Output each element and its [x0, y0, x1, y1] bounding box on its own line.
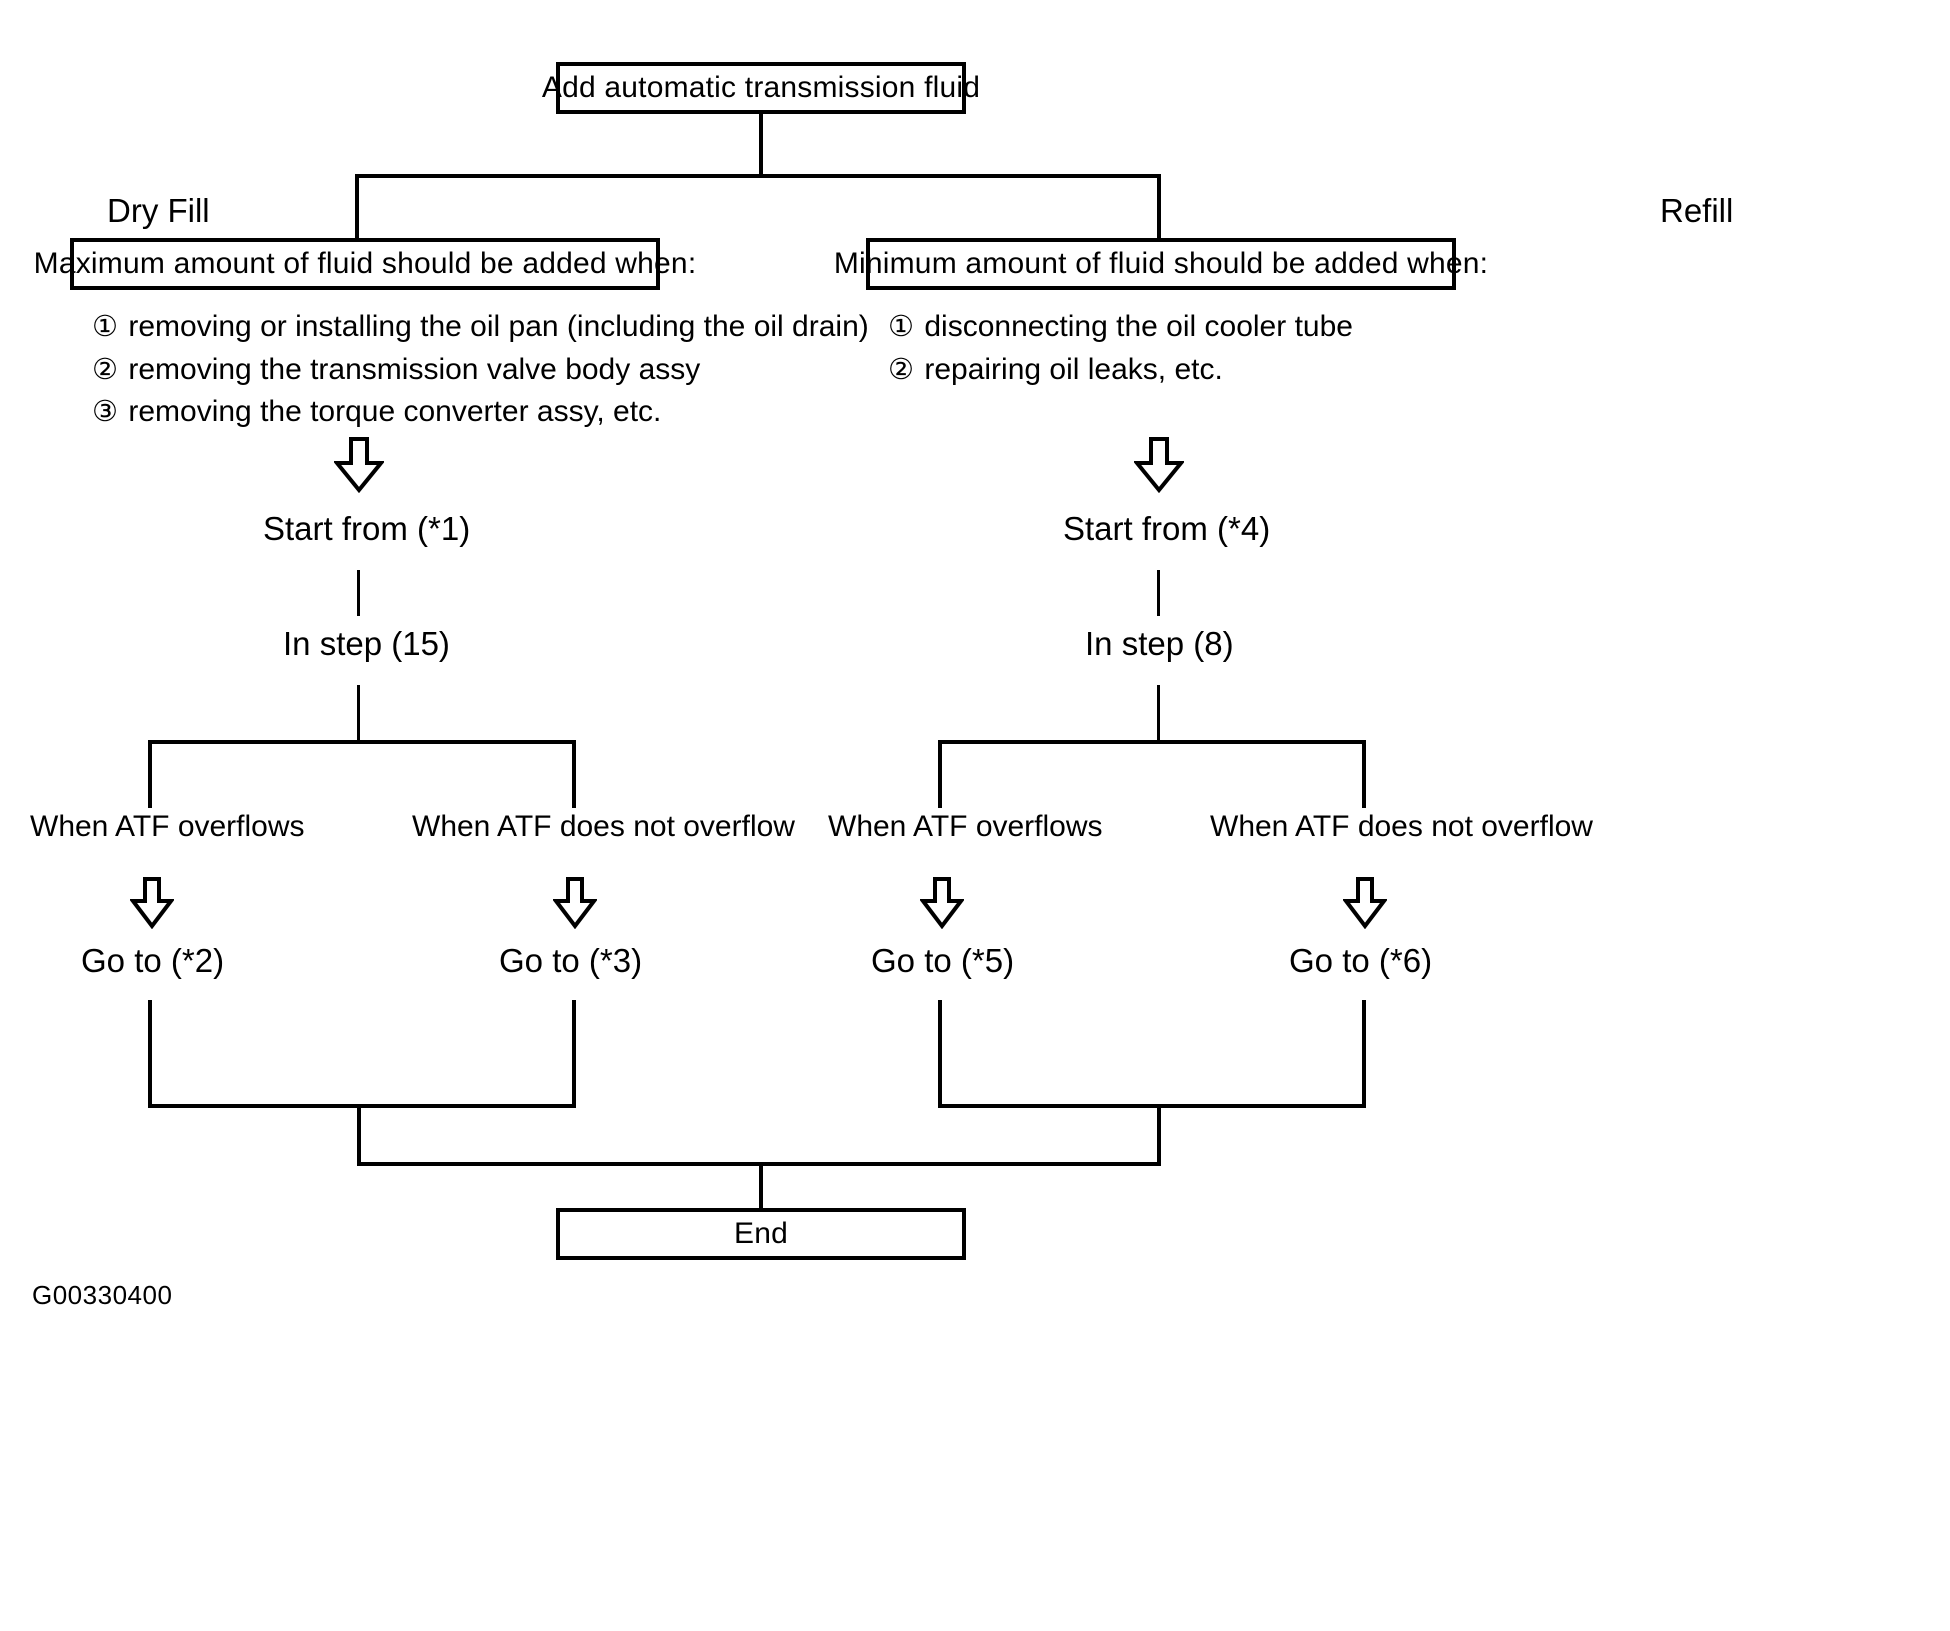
- refill-outcome-condition-2: When ATF does not overflow: [1210, 810, 1593, 843]
- dry-fill-in-step: In step (15): [283, 625, 450, 662]
- figure-caption: G00330400: [32, 1280, 173, 1310]
- connector-dry-fill-outcome-right-drop: [572, 740, 576, 808]
- dry-fill-outcome-condition-1: When ATF overflows: [30, 810, 305, 843]
- list-item-text: removing or installing the oil pan (incl…: [128, 310, 869, 343]
- list-item-text: disconnecting the oil cooler tube: [924, 310, 1353, 343]
- connector-refill-outcome-right-drop: [1362, 740, 1366, 808]
- end-box-label: End: [734, 1217, 788, 1250]
- connector-dry-fill-merge-right: [572, 1000, 576, 1108]
- start-box: Add automatic transmission fluid: [542, 62, 980, 114]
- connector-refill-merge-left: [938, 1000, 942, 1108]
- connector-dry-fill-merge-left: [148, 1000, 152, 1108]
- end-box: End: [556, 1208, 966, 1260]
- connector-refill-outcome-bar: [938, 740, 1366, 744]
- connector-top-split-right-drop: [1157, 174, 1161, 238]
- dry-fill-start-from: Start from (*1): [263, 510, 471, 547]
- connector-top-split-bar: [355, 174, 1161, 178]
- refill-condition-box: Minimum amount of fluid should be added …: [834, 238, 1488, 290]
- dry-fill-condition-label: Maximum amount of fluid should be added …: [33, 247, 697, 280]
- list-item-text: repairing oil leaks, etc.: [924, 352, 1223, 386]
- down-arrow-icon: [334, 437, 384, 493]
- list-item: ① disconnecting the oil cooler tube: [886, 306, 1353, 349]
- refill-start-from: Start from (*4): [1063, 510, 1271, 547]
- list-item: ③ removing the torque converter assy, et…: [90, 391, 869, 434]
- refill-outcome-condition-1: When ATF overflows: [828, 810, 1103, 843]
- down-arrow-icon: [553, 877, 597, 929]
- connector-dry-fill-outcome-bar: [148, 740, 576, 744]
- connector-start-stem: [759, 114, 763, 176]
- refill-outcome-action-1: Go to (*5): [871, 942, 1015, 979]
- list-item: ② repairing oil leaks, etc.: [886, 349, 1353, 392]
- branch-label-dry-fill: Dry Fill: [107, 192, 210, 229]
- dry-fill-item-list: ① removing or installing the oil pan (in…: [90, 306, 869, 434]
- refill-in-step: In step (8): [1085, 625, 1234, 662]
- list-item-text: removing the torque converter assy, etc.: [128, 395, 662, 429]
- connector-refill-step-drop: [1157, 685, 1160, 742]
- down-arrow-icon: [920, 877, 964, 929]
- list-item-marker: ③: [92, 396, 118, 429]
- list-item: ① removing or installing the oil pan (in…: [90, 306, 869, 349]
- list-item-marker: ②: [92, 353, 118, 386]
- connector-dry-fill-outcome-left-drop: [148, 740, 152, 808]
- dry-fill-outcome-action-2: Go to (*3): [499, 942, 643, 979]
- connector-dry-fill-merge-bar: [148, 1104, 576, 1108]
- connector-refill-outcome-left-drop: [938, 740, 942, 808]
- refill-outcome-action-2: Go to (*6): [1289, 942, 1433, 979]
- list-item-marker: ①: [92, 311, 118, 343]
- dry-fill-outcome-condition-2: When ATF does not overflow: [412, 810, 795, 843]
- down-arrow-icon: [130, 877, 174, 929]
- connector-top-split-left-drop: [355, 174, 359, 238]
- connector-dry-fill-step-drop: [357, 685, 360, 742]
- list-item-marker: ①: [888, 311, 914, 343]
- connector-final-merge-drop: [759, 1162, 763, 1214]
- list-item-marker: ②: [888, 353, 914, 386]
- connector-dry-fill-start-to-step: [357, 570, 360, 616]
- connector-dry-fill-merge-drop: [357, 1104, 361, 1166]
- connector-refill-start-to-step: [1157, 570, 1160, 616]
- dry-fill-condition-box: Maximum amount of fluid should be added …: [34, 238, 696, 290]
- down-arrow-icon: [1134, 437, 1184, 493]
- connector-refill-merge-bar: [938, 1104, 1366, 1108]
- list-item: ② removing the transmission valve body a…: [90, 349, 869, 392]
- refill-item-list: ① disconnecting the oil cooler tube ② re…: [886, 306, 1353, 391]
- dry-fill-outcome-action-1: Go to (*2): [81, 942, 225, 979]
- branch-label-refill: Refill: [1660, 192, 1734, 229]
- down-arrow-icon: [1343, 877, 1387, 929]
- connector-refill-merge-right: [1362, 1000, 1366, 1108]
- connector-refill-merge-drop: [1157, 1104, 1161, 1166]
- start-box-label: Add automatic transmission fluid: [541, 71, 981, 104]
- list-item-text: removing the transmission valve body ass…: [128, 352, 701, 386]
- refill-condition-label: Minimum amount of fluid should be added …: [833, 247, 1489, 280]
